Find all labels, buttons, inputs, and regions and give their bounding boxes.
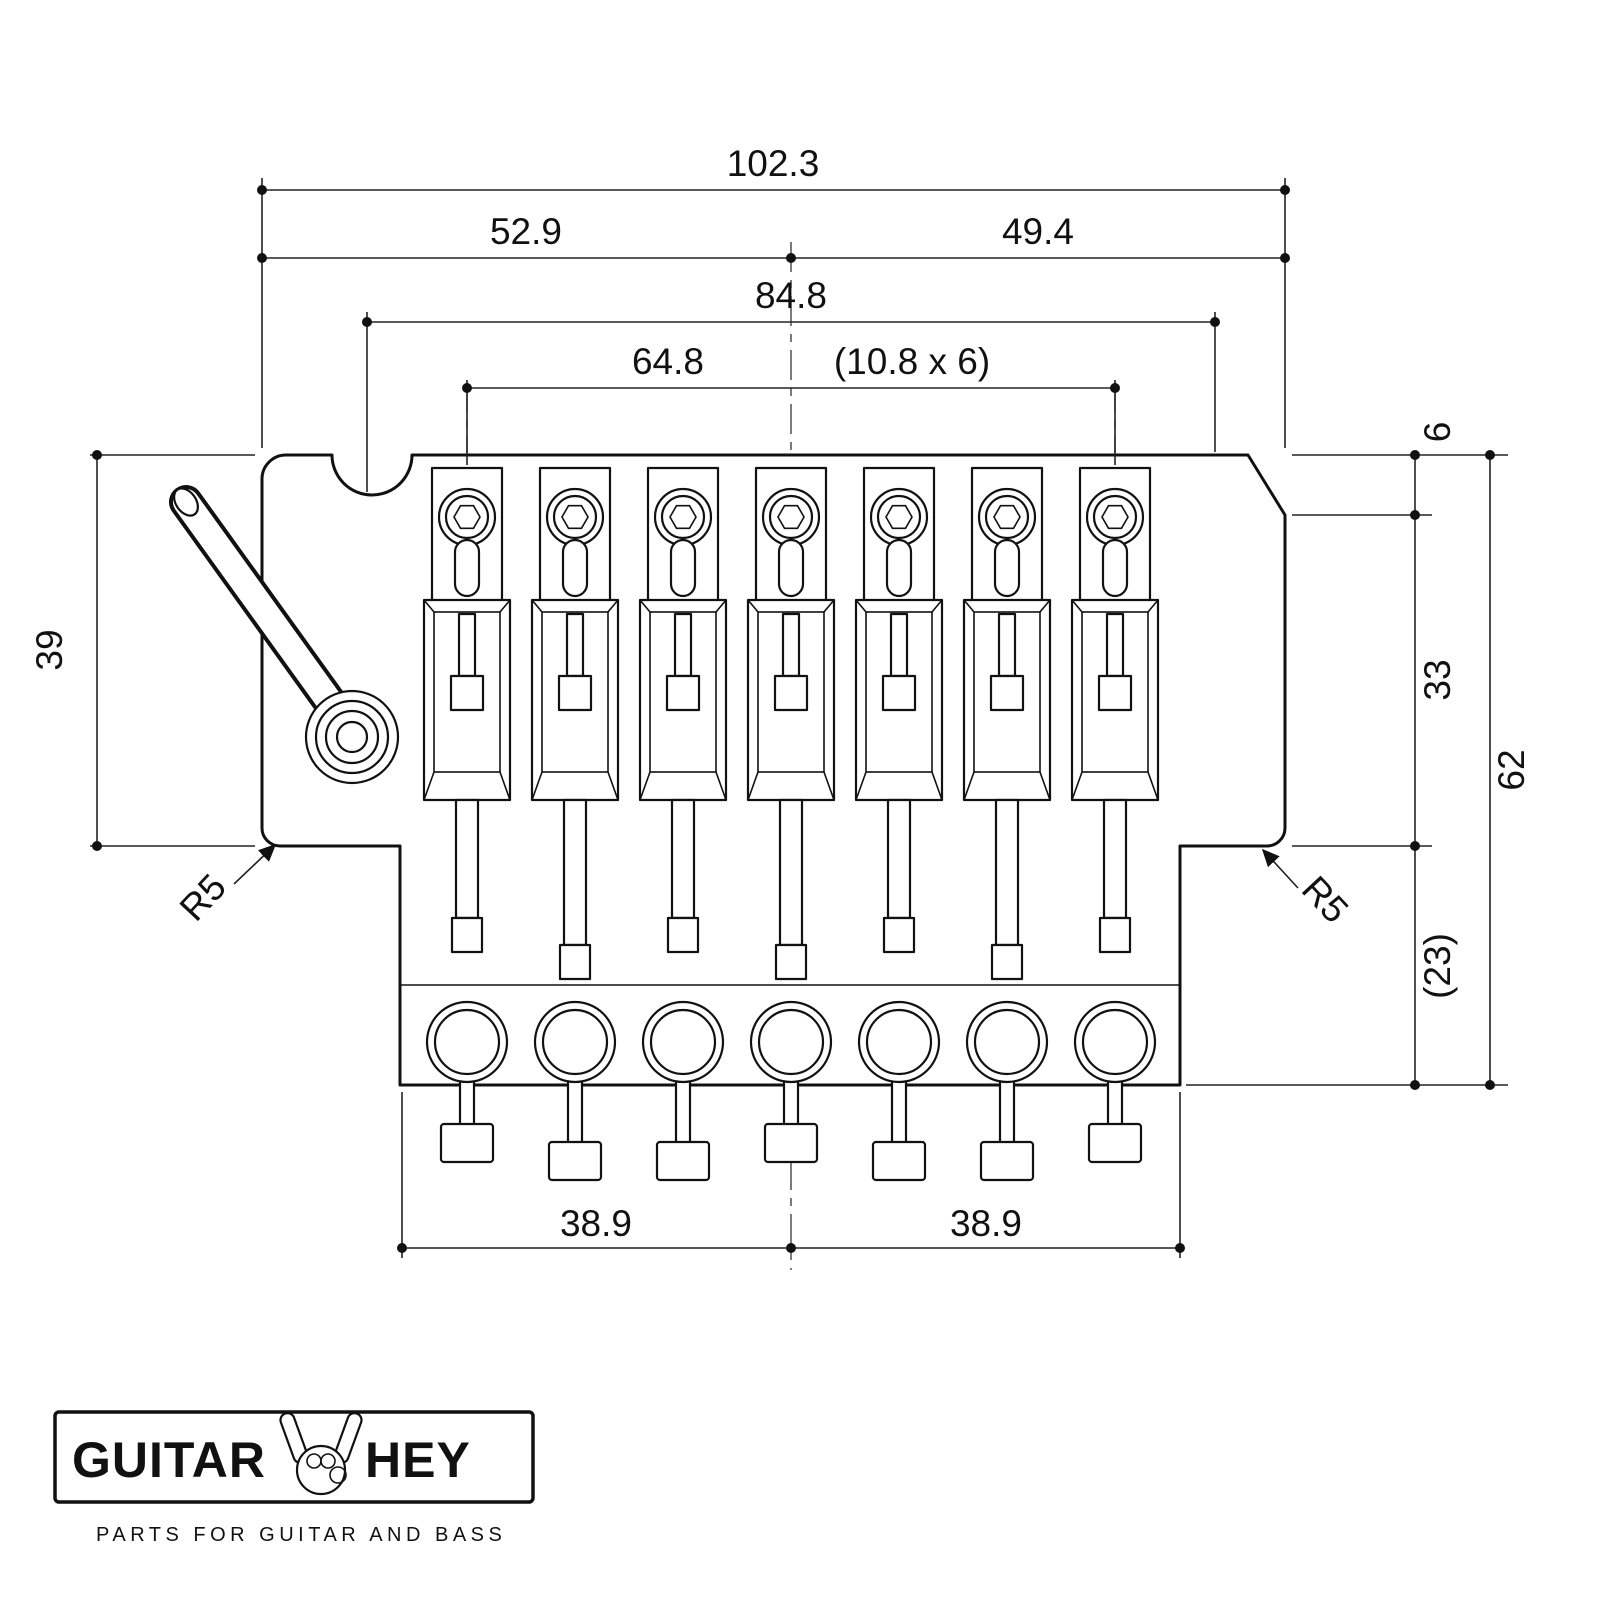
dim-plate-height: 39 <box>29 629 70 670</box>
dim-left-half: 52.9 <box>490 211 562 252</box>
logo-brand-second: HEY <box>365 1432 471 1488</box>
dim-overall-height: 62 <box>1491 749 1532 790</box>
logo-brand-first: GUITAR <box>72 1432 266 1488</box>
arm-socket <box>304 689 400 785</box>
logo-tagline: PARTS FOR GUITAR AND BASS <box>96 1524 506 1546</box>
fine-tuners <box>425 1000 1157 1182</box>
radius-leader-left <box>233 843 277 885</box>
dim-string-spacing: (10.8 x 6) <box>834 341 990 382</box>
dimension-dots <box>92 185 1495 1253</box>
dim-radius-right: R5 <box>1294 868 1356 931</box>
radius-leader-right <box>1261 848 1299 889</box>
dim-stud-right: 38.9 <box>950 1203 1022 1244</box>
dim-edge-step: 6 <box>1417 422 1458 443</box>
dim-right-half: 49.4 <box>1002 211 1074 252</box>
bridge-drawing <box>169 453 1287 1182</box>
fine-tuner <box>965 1000 1049 1182</box>
tremolo-arm <box>169 485 367 747</box>
fine-tuner <box>641 1000 725 1182</box>
dim-string-spread: 64.8 <box>632 341 704 382</box>
dim-total-width: 102.3 <box>727 143 820 184</box>
dimension-lines: 102.3 52.9 49.4 84.8 64.8 (10.8 x 6) 39 … <box>29 143 1532 1258</box>
rock-hand-icon <box>279 1412 363 1496</box>
dim-lower-depth: (23) <box>1417 933 1458 999</box>
dim-mounting-width: 84.8 <box>755 275 827 316</box>
arm-tip <box>173 487 199 517</box>
logo: GUITAR HEY PARTS FOR GUITAR AND BASS <box>53 1410 535 1546</box>
dim-radius-left: R5 <box>172 866 234 929</box>
fine-tuner <box>857 1000 941 1182</box>
fine-tuner <box>533 1000 617 1182</box>
dim-mid-height: 33 <box>1417 659 1458 700</box>
dim-stud-left: 38.9 <box>560 1203 632 1244</box>
